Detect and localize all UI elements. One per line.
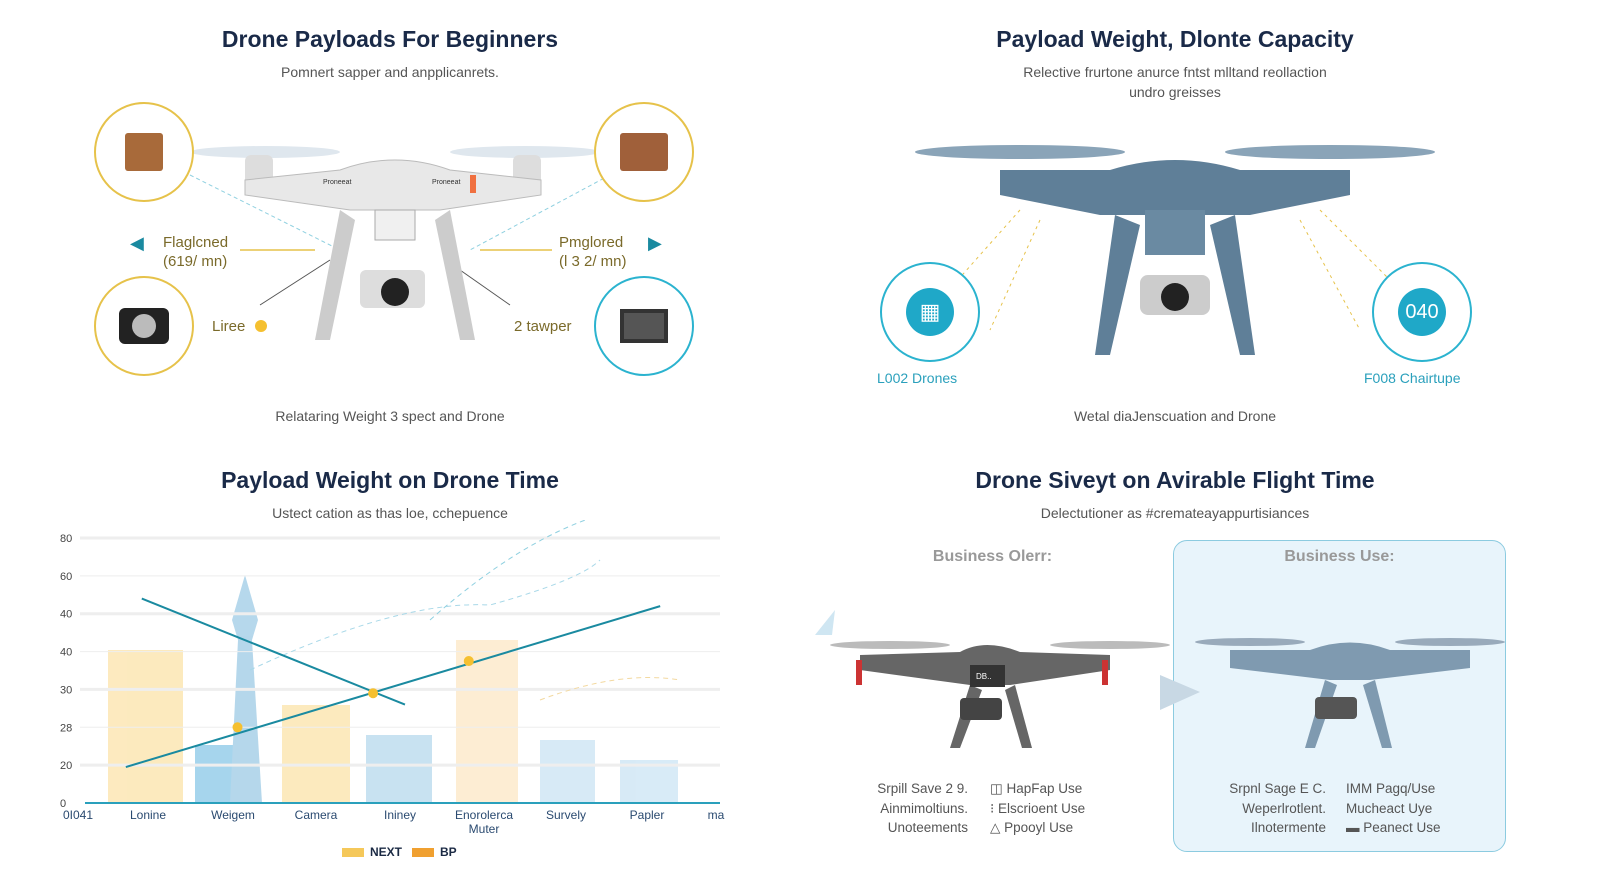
panel-title: Drone Payloads For Beginners <box>221 26 559 52</box>
legend-swatch-bp <box>412 847 435 857</box>
feature-item: Ppooyl Use <box>1004 820 1074 835</box>
package-payload-icon <box>594 102 694 202</box>
arrow-right-icon[interactable]: ▶ <box>648 233 662 253</box>
calendar-icon: ▦ <box>906 288 954 336</box>
camera-payload-icon <box>94 276 194 376</box>
counter-badge: 040 <box>1372 262 1472 362</box>
y-tick-label: 0 <box>60 798 66 810</box>
left-value: (619/ mn) <box>163 253 228 270</box>
feature-item: HapFap Use <box>1006 781 1083 796</box>
drone-label-right: Proneeat <box>432 179 460 186</box>
panel-title: Payload Weight, Dlonte Capacity <box>996 26 1354 52</box>
drone-screen-text: DB.. <box>976 672 992 681</box>
chart-subtitle: Ustect cation as thas loe, cchepuence <box>272 505 508 521</box>
line-chart: 0 20 28 30 40 40 60 80 0I041 Lonine Weigem Camera In… <box>60 520 725 836</box>
panel-subtitle: Delectutioner as #cremateayappurtisiance… <box>1040 505 1310 521</box>
panel-subtitle-2: undro greisses <box>1129 84 1221 100</box>
dot-icon <box>255 320 267 332</box>
y-tick-label: 20 <box>60 760 72 772</box>
x-tick-label: ma <box>708 808 725 822</box>
box-payload-icon <box>94 102 194 202</box>
arrow-left-icon[interactable]: ◀ <box>130 233 144 253</box>
feature-item: Ilnotermente <box>1250 820 1326 835</box>
feature-icon: ◫ <box>990 781 1007 796</box>
drones-comparison: DB.. <box>815 610 1505 748</box>
lower-left-label: Liree <box>212 318 246 335</box>
x-tick-label: Lonine <box>130 808 166 822</box>
chart-title: Payload Weight on Drone Time <box>221 467 559 493</box>
panel-subtitle: Pomnert sapper and anpplicanrets. <box>281 64 499 80</box>
legend-swatch-next <box>342 847 364 857</box>
legend-label: BP <box>440 845 457 859</box>
feature-icon: ▬ <box>1346 820 1364 835</box>
left-heading: Business Olerr: <box>932 548 1053 565</box>
left-label: Flaglcned <box>163 234 229 251</box>
panel-subtitle-1: Relective frurtone anurce fntst mlltand … <box>1023 64 1327 80</box>
drone-label-left: Proneeat <box>323 179 351 186</box>
series-line-decline <box>141 597 406 706</box>
x-tick-label: Enorolerca <box>455 808 513 822</box>
panel-caption: Wetal diaJenscuation and Drone <box>1073 408 1277 424</box>
x-tick-label: Weigem <box>211 808 255 822</box>
left-features-col1: Srpill Save 2 9. Ainmimoltiuns. Unoteement… <box>868 779 968 838</box>
feature-item: Weperlrotlent. <box>1242 800 1326 816</box>
x-tick-label: Ininey <box>384 808 416 822</box>
lower-right-label: 2 tawper <box>514 318 572 335</box>
panel-title: Drone Siveyt on Avirable Flight Time <box>975 467 1375 493</box>
dashed-trend <box>429 520 587 621</box>
left-badge-label: L002 Drones <box>877 370 958 386</box>
x-tick-label: Survely <box>546 808 586 822</box>
feature-item: Peanect Use <box>1363 820 1441 835</box>
x-tick-label: Papler <box>630 808 665 822</box>
feature-item: Srpill Save 2 9. <box>877 781 968 796</box>
panel-caption: Relataring Weight 3 spect and Drone <box>275 408 505 424</box>
x-tick-label: 0I041 <box>63 808 93 822</box>
chart-legend: NEXT BP <box>342 845 457 859</box>
sensor-payload-icon <box>594 276 694 376</box>
dashed-trend <box>539 677 681 701</box>
y-tick-label: 40 <box>60 609 72 621</box>
data-marker <box>463 656 474 667</box>
drone-blue-illustration <box>915 145 1435 355</box>
right-heading: Business Use: <box>1284 548 1395 565</box>
feature-icon: △ <box>990 820 1005 835</box>
right-value: (l 3 2/ mn) <box>559 253 627 270</box>
drone-white-illustration: Proneeat Proneeat <box>189 146 611 340</box>
feature-item: Elscrioent Use <box>998 800 1086 816</box>
feature-icon: ⁝ <box>990 800 999 816</box>
left-features-col2: ◫ HapFap Use ⁝ Elscrioent Use △ Ppooyl U… <box>990 779 1085 838</box>
business-use-card <box>1173 540 1506 852</box>
y-tick-label: 80 <box>60 533 72 545</box>
feature-item: Unoteements <box>887 820 968 835</box>
right-badge-label: F008 Chairtupe <box>1364 370 1461 386</box>
series-line-incline <box>125 605 661 768</box>
right-features-col1: Srpnl Sage E C. Weperlrotlent. Ilnoterment… <box>1222 779 1326 838</box>
y-tick-label: 28 <box>60 722 72 734</box>
feature-item: Srpnl Sage E C. <box>1229 781 1326 796</box>
data-marker <box>368 688 379 699</box>
data-marker <box>232 722 243 733</box>
x-tick-label: Camera <box>295 808 338 822</box>
counter-icon: 040 <box>1398 288 1446 336</box>
feature-item: Ainmimoltiuns. <box>880 800 968 816</box>
feature-item: Mucheact Uye <box>1346 800 1433 816</box>
y-tick-label: 30 <box>60 684 72 696</box>
y-tick-label: 40 <box>60 647 72 659</box>
y-tick-label: 60 <box>60 571 72 583</box>
feature-item: IMM Pagq/Use <box>1346 781 1436 796</box>
right-label: Pmglored <box>559 234 624 251</box>
calendar-badge: ▦ <box>880 262 980 362</box>
x-tick-label: Muter <box>469 822 500 836</box>
legend-label: NEXT <box>370 845 403 859</box>
city-skyline-background <box>108 575 678 803</box>
